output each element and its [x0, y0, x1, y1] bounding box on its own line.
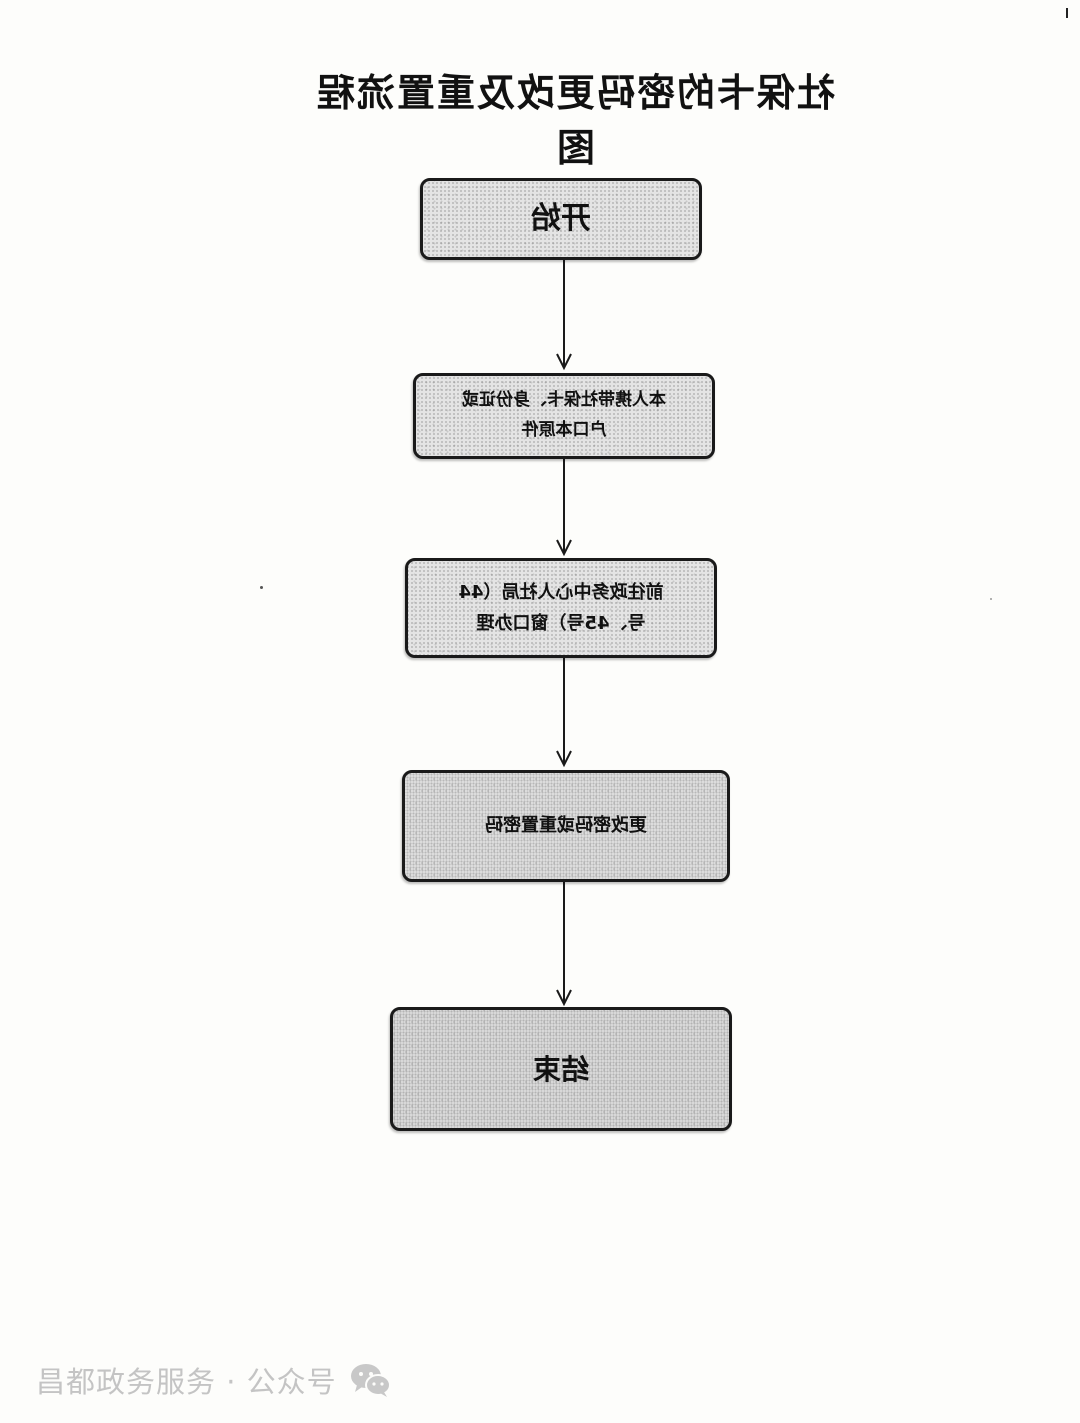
flow-step-change-password: 更改密码或重置密码: [402, 770, 730, 882]
mirrored-scan: 社保卡的密码更改及重置流程图 开始 本人携带社保卡、身份证或 户口本原件 前往政…: [260, 8, 1068, 1131]
flow-step-change-password-label: 更改密码或重置密码: [485, 815, 647, 837]
flow-step-start: 开始: [420, 178, 702, 260]
arrowhead-1: [556, 353, 572, 371]
flow-step-bring-documents: 本人携带社保卡、身份证或 户口本原件: [413, 373, 715, 459]
arrowhead-4: [556, 989, 572, 1007]
flow-step-end: 结束: [390, 1007, 732, 1131]
flow-step-start-label: 开始: [531, 200, 591, 236]
watermark: 昌都政务服务 · 公众号: [36, 1358, 391, 1402]
flow-step-go-to-window: 前往政务中心人社局（44 号、45号）窗口办理: [405, 558, 717, 658]
scan-speck: [1066, 8, 1068, 18]
scan-speck: [260, 586, 263, 589]
flow-step-go-to-window-label: 前往政务中心人社局（44 号、45号）窗口办理: [458, 581, 664, 635]
watermark-text: 昌都政务服务 · 公众号: [36, 1365, 337, 1399]
flow-step-bring-documents-label: 本人携带社保卡、身份证或 户口本原件: [462, 390, 666, 440]
arrowhead-3: [556, 750, 572, 768]
flow-connectors: [556, 260, 572, 1007]
flow-step-end-label: 结束: [533, 1052, 590, 1086]
arrowhead-2: [556, 539, 572, 557]
wechat-icon: [350, 1364, 391, 1397]
scan-speck: [990, 598, 992, 600]
